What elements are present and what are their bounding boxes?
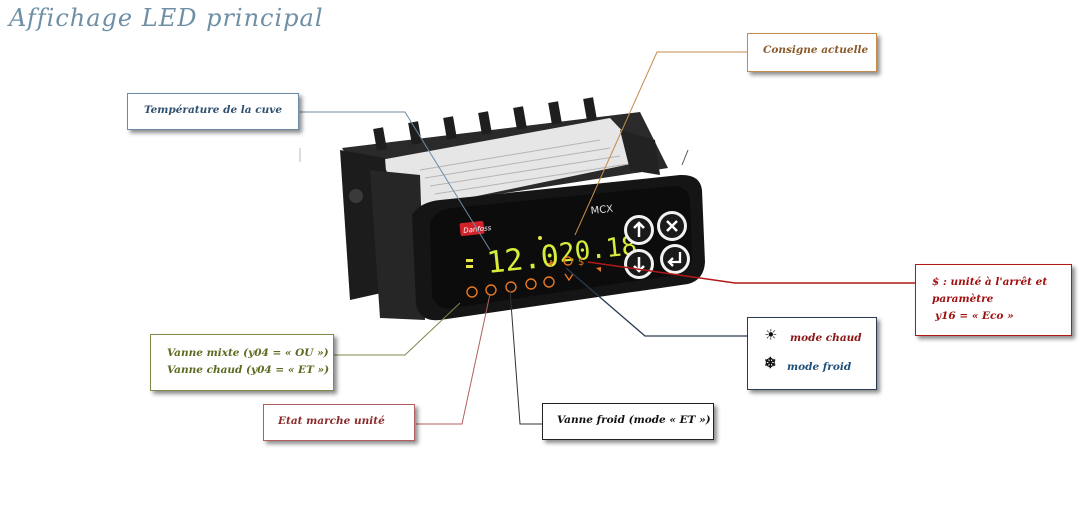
temperature-label: Température de la cuve bbox=[144, 104, 283, 116]
mode-chaud-label: mode chaud bbox=[790, 332, 862, 344]
led-temperature-display: 12.0 bbox=[485, 239, 561, 281]
callout-etat-marche: Etat marche unité bbox=[263, 404, 415, 441]
controller-front bbox=[412, 174, 705, 321]
vanne-chaud-label: Vanne chaud (y04 = « ET ») bbox=[167, 364, 330, 376]
sun-icon: ☀ bbox=[764, 326, 778, 344]
callout-dollar-unit: $ : unité à l'arrêt et paramètre y16 = «… bbox=[915, 264, 1072, 336]
dollar-label-line3: y16 = « Eco » bbox=[935, 310, 1014, 322]
snowflake-icon: ❄ bbox=[764, 354, 777, 372]
callout-mode-legend: ☀ mode chaud ❄ mode froid bbox=[747, 317, 877, 390]
callout-temperature-cuve: Température de la cuve bbox=[127, 93, 299, 130]
status-icons: $ bbox=[466, 256, 601, 298]
model-label: MCX bbox=[590, 204, 614, 217]
controller-buttons bbox=[624, 211, 690, 279]
dollar-label-line1: $ : unité à l'arrêt et bbox=[932, 276, 1048, 288]
dollar-label-line2: paramètre bbox=[932, 293, 994, 305]
callout-consigne-actuelle: Consigne actuelle bbox=[747, 33, 877, 72]
callout-vanne-froid: Vanne froid (mode « ET ») bbox=[542, 403, 714, 440]
mode-froid-label: mode froid bbox=[787, 361, 852, 373]
mode-chaud-row: ☀ mode chaud bbox=[760, 326, 876, 354]
consigne-label: Consigne actuelle bbox=[763, 44, 869, 56]
etat-marche-label: Etat marche unité bbox=[278, 415, 385, 427]
vanne-froid-label: Vanne froid (mode « ET ») bbox=[557, 414, 711, 426]
mode-froid-row: ❄ mode froid bbox=[760, 354, 876, 382]
page-title: Affichage LED principal bbox=[9, 4, 324, 32]
vanne-mixte-label: Vanne mixte (y04 = « OU ») bbox=[167, 347, 329, 359]
callout-vannes: Vanne mixte (y04 = « OU ») Vanne chaud (… bbox=[150, 334, 334, 391]
led-small-indicators bbox=[466, 236, 542, 268]
svg-text:$: $ bbox=[578, 257, 584, 268]
controller-rear-housing bbox=[340, 97, 668, 320]
callout-lines bbox=[299, 51, 916, 425]
